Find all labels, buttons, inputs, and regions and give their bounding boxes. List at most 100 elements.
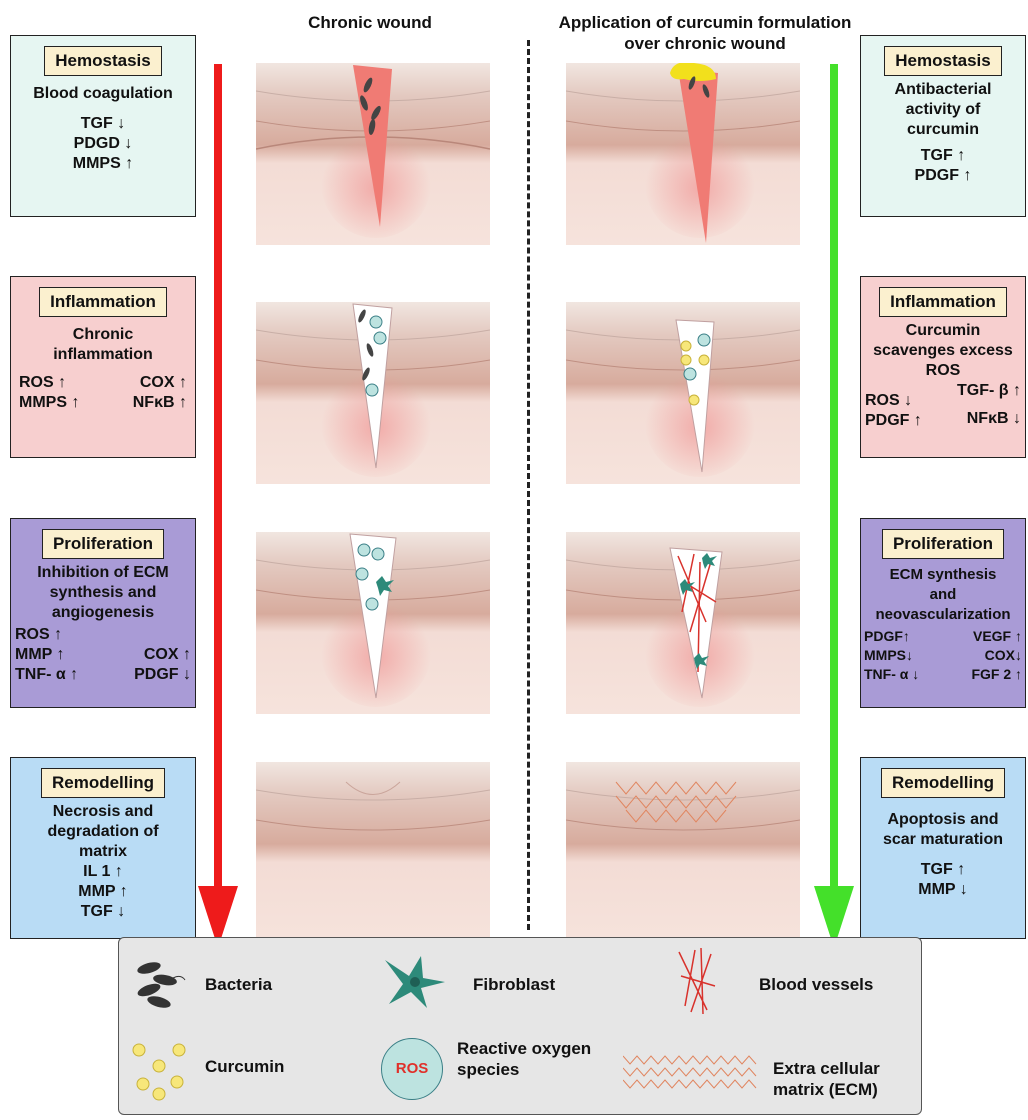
marker: FGF 2 ↑ [971, 665, 1022, 684]
treated-progress-arrow [814, 64, 854, 950]
ecm-icon [623, 1050, 763, 1090]
marker: NFκB ↑ [133, 393, 187, 413]
marker: ROS ↓ [865, 391, 922, 411]
stage-markers: TGF ↑ PDGF ↑ [861, 146, 1025, 186]
desc-line: Inhibition of ECM [17, 563, 189, 583]
center-divider [527, 40, 530, 930]
chronic-wound-proliferation-illustration [256, 532, 490, 714]
desc-line: neovascularization [863, 605, 1023, 625]
ecm-line2: matrix (ECM) [773, 1080, 878, 1099]
desc-line: matrix [17, 842, 189, 862]
legend-ecm-label: Extra cellular matrix (ECM) [773, 1058, 880, 1100]
treated-wound-proliferation-illustration [566, 532, 800, 714]
marker: ROS ↑ [15, 625, 78, 645]
stage-markers: ROS ↑ MMP ↑ TNF- α ↑ COX ↑ PDGF ↓ [11, 625, 195, 685]
marker: COX ↑ [134, 645, 191, 665]
stage-description: Inhibition of ECM synthesis and angiogen… [11, 563, 195, 623]
right-heading-line2: over chronic wound [624, 34, 786, 53]
desc-line: and [863, 585, 1023, 605]
desc-line: angiogenesis [17, 603, 189, 623]
right-remodelling-box: Remodelling Apoptosis and scar maturatio… [860, 757, 1026, 939]
curcumin-icon [129, 1038, 193, 1102]
stage-description: Chronic inflammation [11, 325, 195, 365]
marker: VEGF ↑ [971, 627, 1022, 646]
stage-tag: Hemostasis [44, 46, 161, 76]
marker: COX↓ [971, 646, 1022, 665]
marker: NFκB ↓ [957, 409, 1021, 429]
marker: MMPS ↑ [11, 154, 195, 174]
desc-line: ROS [867, 361, 1019, 381]
desc-line: inflammation [17, 345, 189, 365]
stage-markers: PDGF↑ MMPS↓ TNF- α ↓ VEGF ↑ COX↓ FGF 2 ↑ [861, 627, 1025, 684]
marker: MMP ↑ [15, 645, 78, 665]
desc-line: Chronic [17, 325, 189, 345]
stage-description: Blood coagulation [11, 84, 195, 104]
chronic-wound-inflammation-illustration [256, 302, 490, 484]
left-column-heading: Chronic wound [250, 12, 490, 33]
ros-line2: species [457, 1060, 519, 1079]
marker: TGF ↓ [11, 114, 195, 134]
marker: MMP ↑ [11, 882, 195, 902]
marker: ROS ↑ [19, 373, 79, 393]
legend-ros-label: Reactive oxygen species [457, 1038, 591, 1080]
stage-description: Curcumin scavenges excess ROS [861, 321, 1025, 381]
desc-line: Antibacterial [867, 80, 1019, 100]
stage-description: Necrosis and degradation of matrix [11, 802, 195, 862]
marker: TGF ↑ [861, 146, 1025, 166]
left-remodelling-box: Remodelling Necrosis and degradation of … [10, 757, 196, 939]
ros-badge-text: ROS [396, 1060, 429, 1077]
stage-description: Antibacterial activity of curcumin [861, 80, 1025, 140]
marker: TGF ↑ [861, 860, 1025, 880]
right-heading-line1: Application of curcumin formulation [559, 13, 852, 32]
desc-line: activity of [867, 100, 1019, 120]
desc-line: Curcumin [867, 321, 1019, 341]
stage-description: ECM synthesis and neovascularization [861, 565, 1025, 625]
marker: TGF ↓ [11, 902, 195, 922]
marker: IL 1 ↑ [11, 862, 195, 882]
desc-line: Necrosis and [17, 802, 189, 822]
desc-line: synthesis and [17, 583, 189, 603]
treated-wound-hemostasis-illustration [566, 63, 800, 245]
stage-tag: Inflammation [879, 287, 1007, 317]
left-inflammation-box: Inflammation Chronic inflammation ROS ↑ … [10, 276, 196, 458]
marker: COX ↑ [133, 373, 187, 393]
fibroblast-icon [379, 952, 449, 1012]
ros-badge-icon: ROS [381, 1038, 443, 1100]
stage-tag: Remodelling [881, 768, 1005, 798]
marker: TNF- α ↑ [15, 665, 78, 685]
chronic-wound-hemostasis-illustration [256, 63, 490, 245]
stage-markers: IL 1 ↑ MMP ↑ TGF ↓ [11, 862, 195, 922]
legend-box: Bacteria Fibroblast Blood vessels Curcum… [118, 937, 922, 1115]
left-hemostasis-box: Hemostasis Blood coagulation TGF ↓ PDGD … [10, 35, 196, 217]
marker: PDGF ↑ [865, 411, 922, 431]
marker: PDGF ↑ [861, 166, 1025, 186]
marker: MMP ↓ [861, 880, 1025, 900]
right-inflammation-box: Inflammation Curcumin scavenges excess R… [860, 276, 1026, 458]
bacteria-icon [129, 956, 189, 1012]
legend-fibroblast-label: Fibroblast [473, 974, 555, 995]
marker: TGF- β ↑ [957, 381, 1021, 401]
right-column-heading: Application of curcumin formulation over… [535, 12, 875, 54]
stage-tag: Proliferation [42, 529, 164, 559]
desc-line: curcumin [867, 120, 1019, 140]
chronic-wound-remodelling-illustration [256, 762, 490, 944]
legend-curcumin-label: Curcumin [205, 1056, 284, 1077]
stage-markers: ROS ↑ MMPS ↑ COX ↑ NFκB ↑ [11, 373, 195, 413]
desc-line: degradation of [17, 822, 189, 842]
chronic-progress-arrow [198, 64, 238, 950]
ecm-line1: Extra cellular [773, 1059, 880, 1078]
stage-tag: Remodelling [41, 768, 165, 798]
ros-line1: Reactive oxygen [457, 1039, 591, 1058]
marker: PDGF↑ [864, 627, 919, 646]
marker: PDGD ↓ [11, 134, 195, 154]
stage-tag: Inflammation [39, 287, 167, 317]
marker: PDGF ↓ [134, 665, 191, 685]
marker: TNF- α ↓ [864, 665, 919, 684]
left-proliferation-box: Proliferation Inhibition of ECM synthesi… [10, 518, 196, 708]
stage-markers: ROS ↓ PDGF ↑ TGF- β ↑ NFκB ↓ [861, 381, 1025, 431]
marker: MMPS↓ [864, 646, 919, 665]
stage-tag: Proliferation [882, 529, 1004, 559]
treated-wound-inflammation-illustration [566, 302, 800, 484]
right-proliferation-box: Proliferation ECM synthesis and neovascu… [860, 518, 1026, 708]
right-hemostasis-box: Hemostasis Antibacterial activity of cur… [860, 35, 1026, 217]
